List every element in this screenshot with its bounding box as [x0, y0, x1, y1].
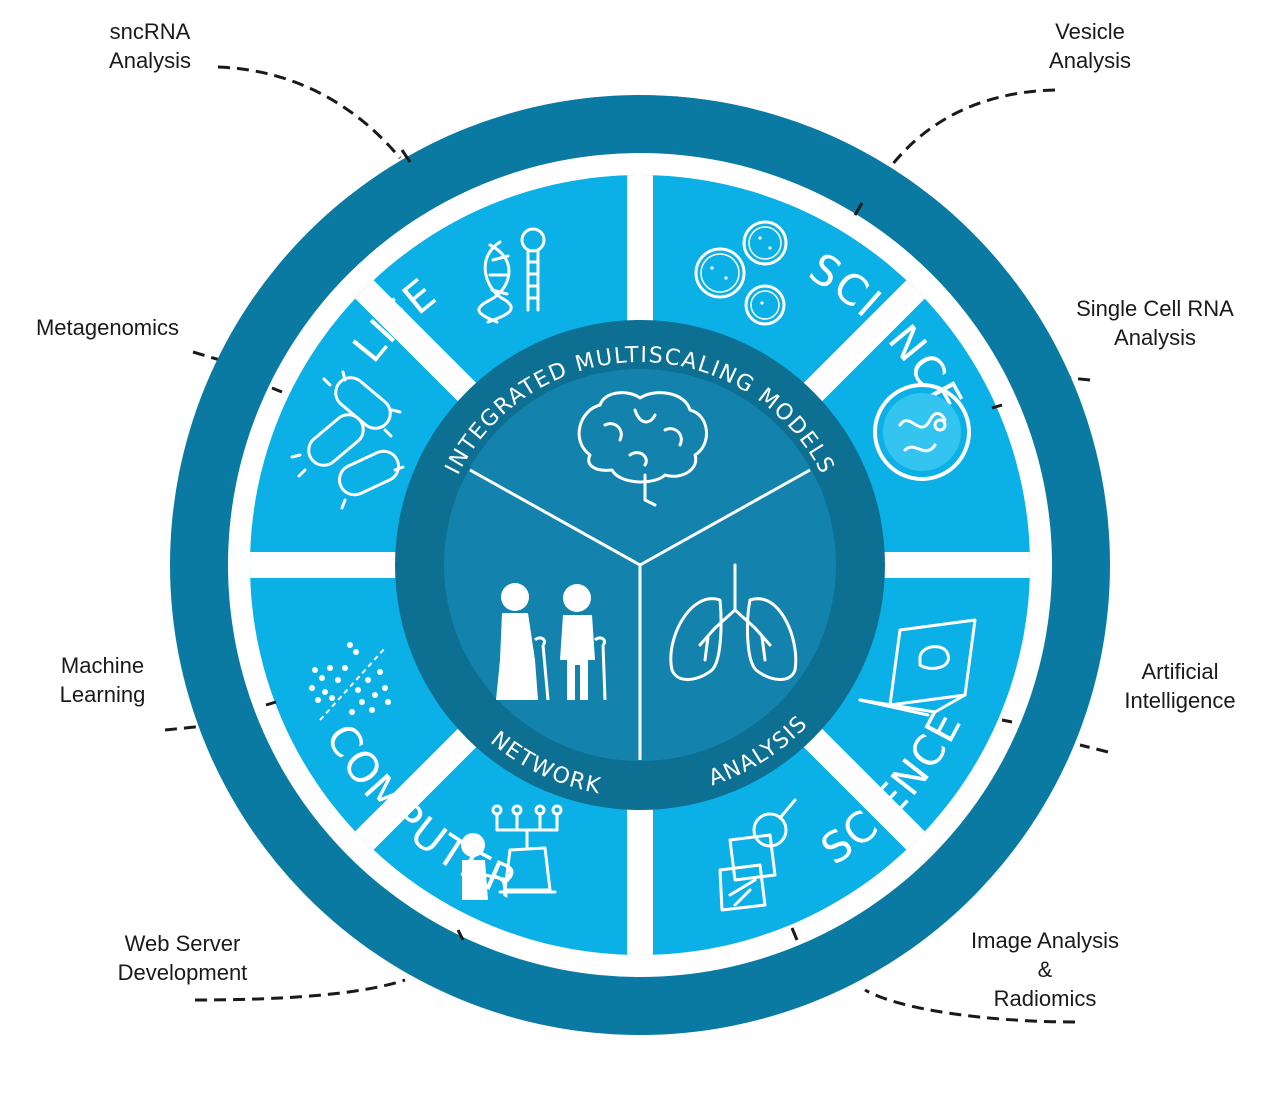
developer-network-icon — [461, 804, 563, 900]
connector-machine-learning — [164, 724, 206, 732]
single-cell-icon — [873, 383, 971, 481]
brain-icon — [577, 391, 708, 507]
vesicles-icon — [694, 220, 788, 326]
magnifier-scan-icon — [718, 798, 797, 912]
label-metagenomics: Metagenomics — [35, 315, 180, 340]
connector-lines — [164, 65, 1109, 1024]
rna-hairpin-icon — [477, 227, 546, 324]
connector-image-analysis — [864, 988, 1076, 1024]
bacteria-icon — [290, 370, 405, 510]
connector-single-cell — [1069, 376, 1091, 382]
connector-metagenomics — [192, 350, 221, 362]
label-image-analysis: Image Analysis&Radiomics — [971, 928, 1119, 1011]
core-dividers — [469, 468, 811, 760]
connector-ai — [1079, 743, 1109, 754]
ring-ticks — [265, 149, 1013, 941]
connector-web-server — [194, 978, 406, 1002]
connector-vesicle — [890, 88, 1056, 166]
scatter-plot-icon — [309, 642, 391, 721]
lungs-icon — [669, 563, 798, 681]
elderly-couple-icon — [496, 583, 607, 701]
connector-sncrna — [217, 65, 402, 159]
laptop-brain-icon — [858, 618, 977, 717]
